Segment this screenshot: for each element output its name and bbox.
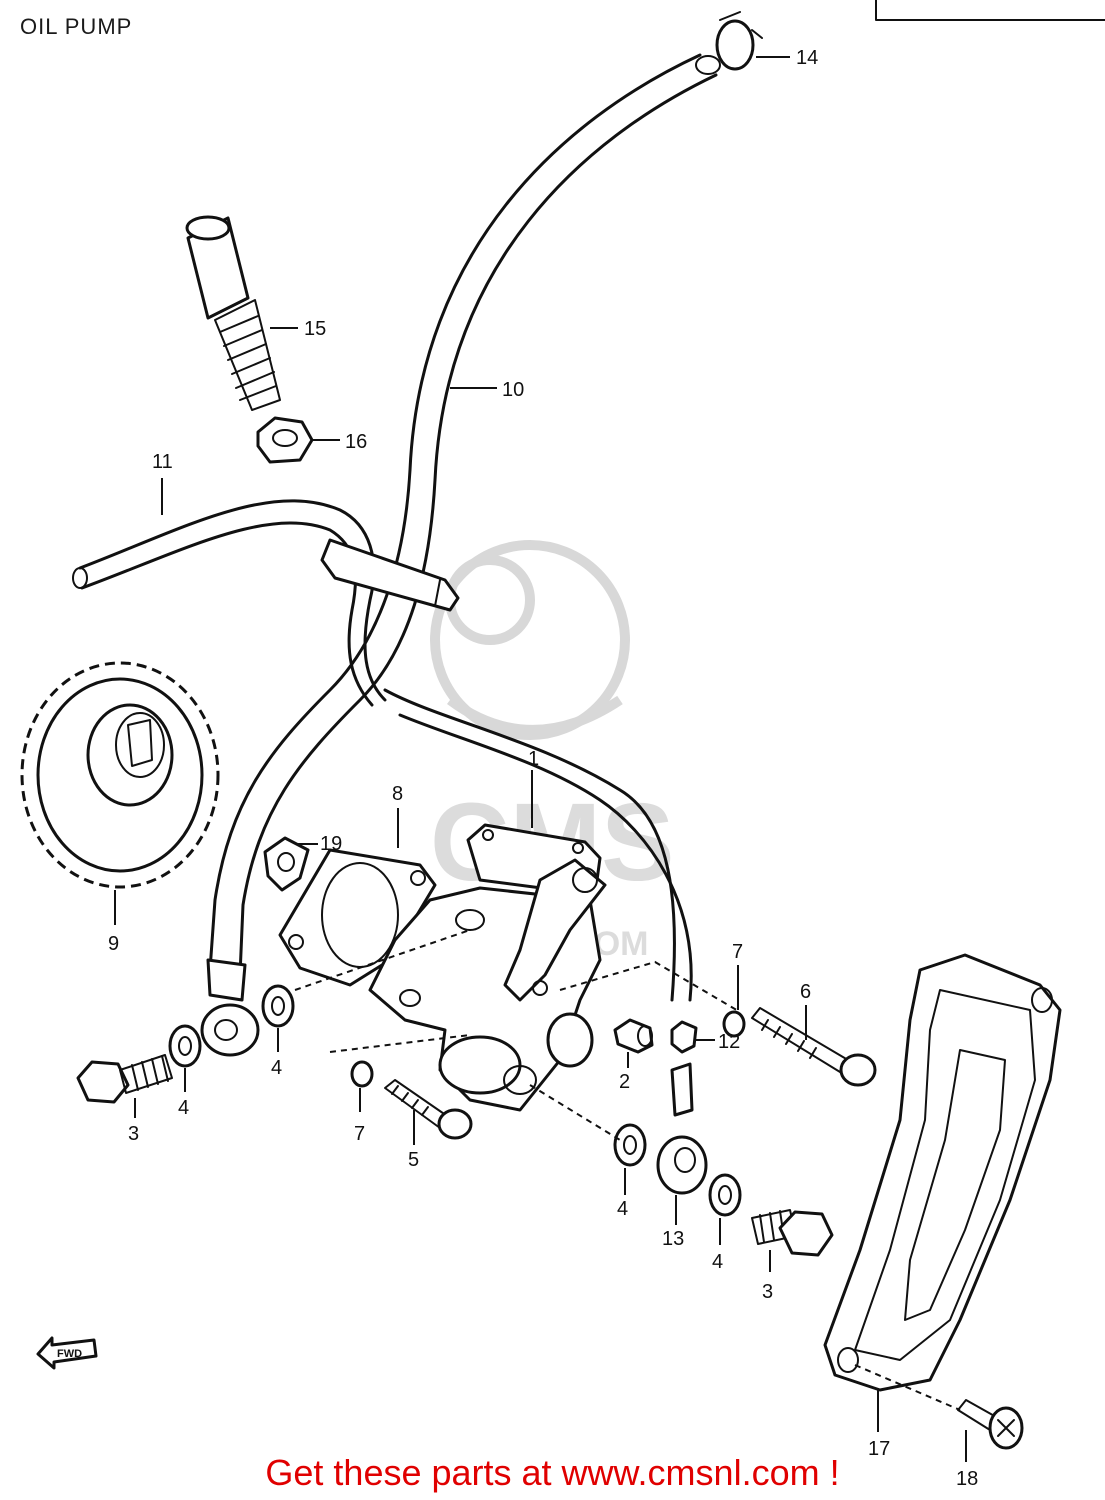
callout-19: 19: [320, 833, 342, 855]
part-4-washer-b: 4: [168, 1024, 202, 1119]
part-5-screw: 5: [384, 1079, 473, 1171]
callout-15: 15: [304, 318, 326, 340]
callout-16: 16: [345, 431, 367, 453]
part-10-oil-hose: [208, 53, 721, 1002]
callout-1: 1: [528, 748, 539, 770]
callout-4-d: 4: [712, 1251, 723, 1273]
callout-5: 5: [408, 1149, 419, 1171]
part-7-washer-right: 7: [722, 941, 746, 1038]
part-11-small-hose: 11: [72, 451, 387, 707]
callout-3-b: 3: [762, 1281, 773, 1303]
callout-9: 9: [108, 933, 119, 955]
part-3-banjo-bolt-left: 3: [76, 1054, 173, 1145]
page-title: OIL PUMP: [20, 14, 133, 39]
part-3-banjo-bolt-right: 3: [751, 1209, 834, 1303]
fwd-label: FWD: [57, 1348, 82, 1360]
assembly-guide-lines: [294, 929, 961, 1411]
callout-3-a: 3: [128, 1123, 139, 1145]
part-4-washer-c: 4: [613, 1123, 647, 1220]
part-7-washer-left: 7: [350, 1060, 374, 1145]
part-18-screw: 18: [956, 1399, 1024, 1490]
callout-11: 11: [152, 451, 173, 473]
callout-8: 8: [392, 783, 403, 805]
part-9-drive-gear: 9: [20, 661, 220, 955]
banjo-fitting-left: [200, 958, 260, 1057]
callout-17: 17: [868, 1438, 890, 1460]
callout-18: 18: [956, 1468, 978, 1490]
callout-10: 10: [502, 379, 524, 401]
fwd-arrow-icon: FWD: [36, 1336, 98, 1370]
part-4-washer-a: 4: [261, 984, 295, 1079]
part-13-banjo-fitting: 13: [656, 1062, 708, 1250]
part-19-clip: 19: [263, 833, 342, 892]
callout-4-c: 4: [617, 1198, 628, 1220]
part-16-nut: 16: [256, 416, 367, 464]
callout-4-b: 4: [178, 1097, 189, 1119]
footer-banner[interactable]: Get these parts at www.cmsnl.com !: [265, 1452, 840, 1493]
frame-corner: [875, 0, 1105, 21]
callout-14: 14: [796, 47, 818, 69]
callout-7-b: 7: [732, 941, 743, 963]
hose-clamp-block: [320, 538, 460, 612]
callout-6: 6: [800, 981, 811, 1003]
callout-4-a: 4: [271, 1057, 282, 1079]
part-14-hose-clip: 14: [715, 11, 818, 71]
callout-13: 13: [662, 1228, 684, 1250]
part-8-gasket: 8: [278, 783, 437, 987]
part-1-oil-pump-body: 1: [368, 748, 607, 1112]
part-2-plug: 2: [613, 1018, 654, 1093]
callout-7-a: 7: [354, 1123, 365, 1145]
part-15-adjuster-bolt: 15: [185, 215, 326, 411]
part-6-screw: 6: [751, 981, 877, 1087]
part-4-washer-d: 4: [708, 1173, 742, 1273]
callout-2: 2: [619, 1071, 630, 1093]
part-17-cover: 17: [823, 953, 1062, 1460]
